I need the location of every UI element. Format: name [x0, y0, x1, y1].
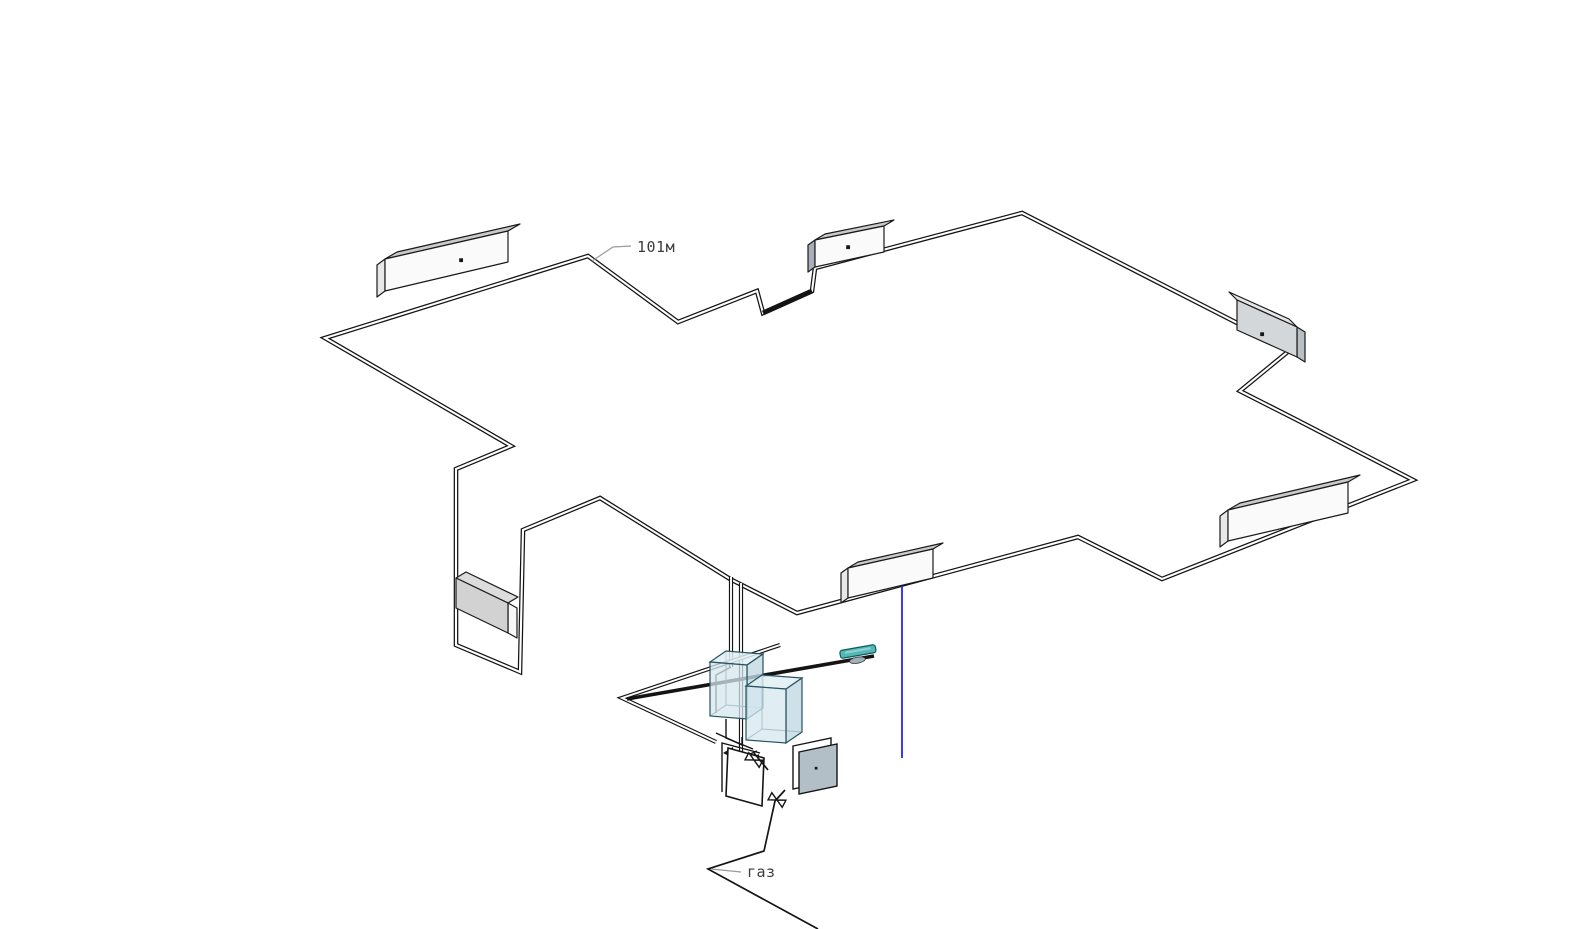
radiator-top-left[interactable]: ▪ [376, 223, 521, 298]
radiator-bottom-middle[interactable] [840, 542, 944, 604]
radiator-top-middle[interactable]: ▪ [807, 219, 895, 273]
radiator-left-lower[interactable] [455, 571, 519, 639]
radiator-size-mark: ▪ [459, 256, 463, 264]
radiator-size-mark: ▪ [846, 243, 850, 251]
gas-label[interactable]: газ [747, 863, 776, 881]
gas-valve-upper[interactable] [743, 751, 765, 769]
control-panel[interactable]: ▪ [792, 737, 838, 795]
teal-lever-valve[interactable] [839, 644, 877, 666]
boiler-outline-panel[interactable] [721, 742, 765, 808]
gas-line[interactable] [705, 752, 819, 929]
control-panel-icon: ▪ [814, 764, 818, 772]
pipe-length-label[interactable]: 101м [637, 238, 675, 256]
length-annotation[interactable]: 101м [591, 238, 675, 262]
radiator-bottom-right[interactable] [1219, 474, 1361, 548]
tank-2[interactable] [744, 674, 804, 745]
gas-annotation[interactable]: газ [710, 863, 776, 881]
radiator-right[interactable]: ▪ [1228, 291, 1306, 363]
door-crossing-pipe [761, 288, 814, 316]
radiator-size-mark: ▪ [1260, 330, 1264, 338]
